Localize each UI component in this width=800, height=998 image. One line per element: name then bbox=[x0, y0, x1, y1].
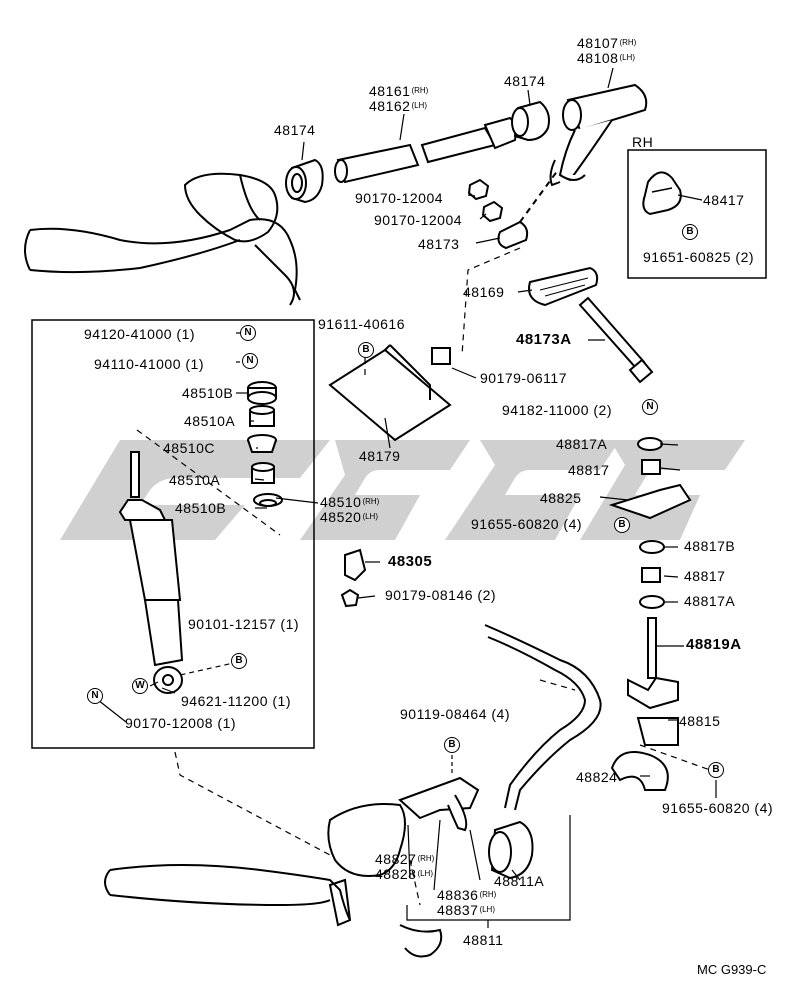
region-label-rh: RH bbox=[632, 134, 654, 150]
label-90179-b: 90179-08146 (2) bbox=[385, 587, 497, 603]
rubber-48169 bbox=[528, 266, 599, 307]
label-91651: 91651-60825 (2) bbox=[643, 249, 755, 265]
label-48817A-2: 48817A bbox=[684, 593, 736, 609]
label-48510A-2: 48510A bbox=[169, 472, 221, 488]
label-48817-a: 48817 bbox=[568, 462, 610, 478]
stabilizer-bushings bbox=[608, 437, 692, 791]
bushing-48174-right bbox=[511, 100, 550, 142]
label-48836: 48836(RH) bbox=[437, 887, 497, 903]
lower-control-arm bbox=[104, 803, 443, 958]
label-90119: 90119-08464 (4) bbox=[400, 706, 510, 722]
shock-absorber-box bbox=[31, 319, 315, 749]
shock-absorber bbox=[118, 451, 184, 694]
label-48173A: 48173A bbox=[516, 331, 572, 348]
label-48108: 48108(LH) bbox=[577, 50, 635, 66]
label-48520: 48520(LH) bbox=[320, 509, 378, 525]
dashed-guides bbox=[136, 247, 711, 906]
label-48161: 48161(RH) bbox=[369, 83, 429, 99]
diagram-code: MC G939-C bbox=[697, 962, 767, 977]
label-48510C: 48510C bbox=[163, 440, 216, 456]
symbol-b: B bbox=[358, 342, 374, 358]
label-90170-b: 90170-12004 bbox=[374, 212, 463, 228]
symbol-b: B bbox=[682, 224, 698, 240]
label-48828: 48828(LH) bbox=[375, 866, 433, 882]
symbol-w: W bbox=[132, 678, 148, 694]
symbol-b: B bbox=[614, 517, 630, 533]
nuts-90170 bbox=[467, 178, 504, 223]
bushing-48811A bbox=[488, 820, 534, 880]
label-48817B: 48817B bbox=[684, 538, 736, 554]
label-90170-c: 90170-12008 (1) bbox=[125, 715, 237, 731]
label-48179: 48179 bbox=[359, 448, 401, 464]
label-94621: 94621-11200 (1) bbox=[181, 693, 291, 709]
symbol-n: N bbox=[87, 688, 103, 704]
stopper-48305 bbox=[340, 548, 367, 608]
label-48305: 48305 bbox=[388, 553, 433, 570]
label-48811A: 48811A bbox=[494, 873, 545, 889]
bracket-48827 bbox=[398, 776, 480, 832]
label-48811: 48811 bbox=[463, 932, 504, 948]
label-90170-a: 90170-12004 bbox=[355, 190, 444, 206]
symbol-b: B bbox=[444, 737, 460, 753]
label-91655-b: 91655-60820 (4) bbox=[662, 800, 774, 816]
label-48825: 48825 bbox=[540, 490, 582, 506]
label-48107: 48107(RH) bbox=[577, 35, 637, 51]
label-48827: 48827(RH) bbox=[375, 851, 435, 867]
torsion-bar bbox=[334, 116, 517, 184]
leader-lines bbox=[97, 67, 717, 928]
label-48817A-1: 48817A bbox=[556, 436, 608, 452]
label-48837: 48837(LH) bbox=[437, 902, 495, 918]
label-48510B-1: 48510B bbox=[182, 385, 234, 401]
label-91655-a: 91655-60820 (4) bbox=[471, 516, 583, 532]
rh-detail-box bbox=[627, 149, 767, 279]
label-48174-right: 48174 bbox=[504, 73, 546, 89]
label-94110: 94110-41000 (1) bbox=[94, 356, 204, 372]
label-94120: 94120-41000 (1) bbox=[84, 326, 196, 342]
symbol-n: N bbox=[642, 399, 658, 415]
label-48417: 48417 bbox=[703, 192, 745, 208]
bushing-48174-left bbox=[285, 158, 324, 204]
label-48169: 48169 bbox=[463, 284, 505, 300]
label-48174-left: 48174 bbox=[274, 122, 316, 138]
label-90179-a: 90179-06117 bbox=[480, 370, 567, 386]
clip-48173 bbox=[497, 169, 559, 250]
label-48817-b: 48817 bbox=[684, 568, 726, 584]
symbol-b: B bbox=[708, 762, 724, 778]
symbol-n: N bbox=[242, 353, 258, 369]
label-48824: 48824 bbox=[576, 769, 618, 785]
upper-control-arm bbox=[24, 172, 301, 306]
label-91611: 91611-40616 bbox=[318, 316, 405, 332]
label-48173: 48173 bbox=[418, 236, 460, 252]
bolt-48173A bbox=[578, 296, 654, 384]
label-90101: 90101-12157 (1) bbox=[188, 616, 300, 632]
symbol-b: B bbox=[231, 653, 247, 669]
label-48510B-2: 48510B bbox=[175, 500, 227, 516]
label-48819A: 48819A bbox=[686, 636, 742, 653]
label-48510: 48510(RH) bbox=[320, 494, 380, 510]
label-48510A-1: 48510A bbox=[184, 413, 236, 429]
symbol-n: N bbox=[240, 325, 256, 341]
label-48815: 48815 bbox=[679, 713, 721, 729]
label-48162: 48162(LH) bbox=[369, 98, 427, 114]
stabilizer-bar bbox=[484, 624, 602, 811]
anchor-arm bbox=[549, 83, 648, 187]
label-94182: 94182-11000 (2) bbox=[502, 402, 612, 418]
plate-48179 bbox=[328, 344, 452, 442]
